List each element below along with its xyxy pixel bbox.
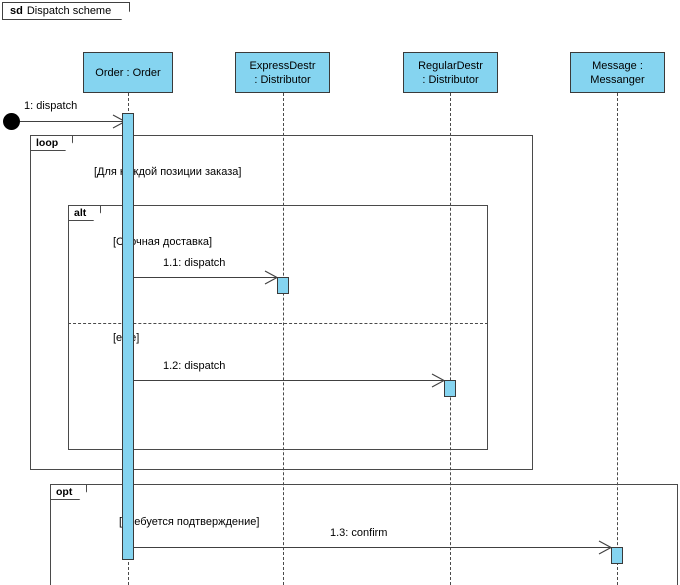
lifeline-head-order[interactable]: Order : Order [83,52,173,93]
fragment-loop[interactable]: loop [30,135,533,470]
diagram-kind-label: sd [10,5,23,17]
lifeline-label-expressdestr-line2: : Distributor [254,73,311,86]
message-arrowhead-1-2 [431,373,445,388]
message-label-1: 1: dispatch [24,100,78,112]
message-line-1-3[interactable] [134,547,610,548]
activation-bar-message[interactable] [611,547,623,564]
message-line-1-2[interactable] [134,380,443,381]
lifeline-line-regulardestr [450,93,451,585]
message-arrowhead-1-1 [264,270,278,285]
fragment-alt-guard-1: [Срочная доставка] [113,236,213,248]
message-label-1-1: 1.1: dispatch [163,257,226,269]
lifeline-label-regulardestr-line1: RegularDestr [418,59,483,72]
lifeline-head-message[interactable]: Message : Messanger [570,52,665,93]
lifeline-head-expressdestr[interactable]: ExpressDestr : Distributor [235,52,330,93]
message-label-1-2: 1.2: dispatch [163,360,226,372]
lifeline-label-message-line1: Message : [592,59,643,72]
fragment-alt-operator: alt [68,205,101,221]
lifeline-label-expressdestr-line1: ExpressDestr [249,59,316,72]
activation-bar-expressdestr[interactable] [277,277,289,294]
lifeline-head-regulardestr[interactable]: RegularDestr : Distributor [403,52,498,93]
found-message-start-dot [3,113,20,130]
activation-bar-order[interactable] [122,113,134,560]
diagram-title: Dispatch scheme [26,5,112,17]
activation-bar-regulardestr[interactable] [444,380,456,397]
fragment-opt-operator: opt [50,484,87,500]
fragment-opt-guard: [Требуется подтверждение] [119,516,260,528]
message-line-1-1[interactable] [134,277,276,278]
fragment-alt[interactable]: alt [68,205,488,450]
fragment-alt-divider [68,323,488,324]
fragment-opt[interactable]: opt [50,484,678,585]
lifeline-line-message [617,93,618,585]
lifeline-label-regulardestr-line2: : Distributor [422,73,479,86]
lifeline-label-message-line2: Messanger [590,73,645,86]
lifeline-label-order-line1: Order : Order [95,66,161,79]
lifeline-line-expressdestr [283,93,284,585]
fragment-loop-guard: [Для каждой позиции заказа] [94,166,242,178]
message-line-1[interactable] [20,121,124,122]
message-arrowhead-1-3 [598,540,612,555]
message-label-1-3: 1.3: confirm [330,527,388,539]
fragment-loop-operator: loop [30,135,73,151]
